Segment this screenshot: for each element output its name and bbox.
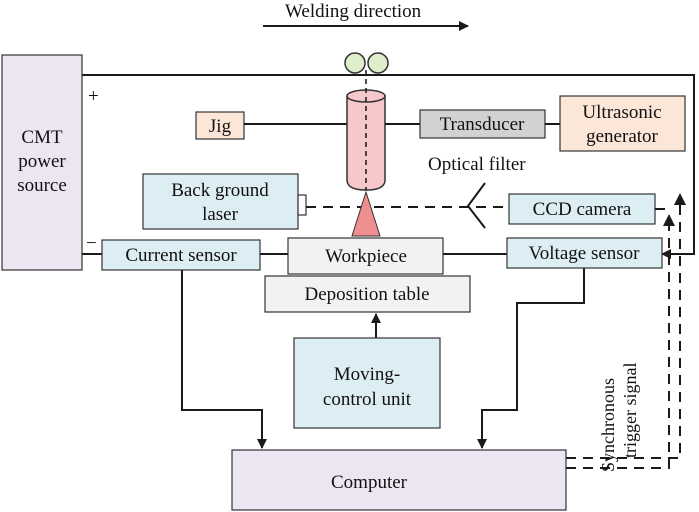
optical-filter-icon [466, 182, 486, 229]
transducer-box [419, 109, 546, 139]
current-to-computer-arrow [181, 270, 267, 449]
transducer-label: Transducer [440, 114, 525, 135]
trigger-label-line1: Synchronous [598, 378, 618, 472]
background-laser-box [142, 173, 299, 230]
trigger-label-line2: trigger signal [620, 363, 640, 458]
computer-box [231, 449, 567, 511]
cmt-power-label-line3: source [17, 175, 67, 196]
ultrasonic-label-line1: Ultrasonic [582, 102, 661, 123]
welding-direction-label: Welding direction [285, 1, 422, 22]
voltage-sensor-box [506, 237, 663, 269]
camera-trigger-arrowhead [663, 214, 675, 226]
cmt-power-label-line2: power [18, 151, 66, 172]
jig-box [195, 111, 245, 140]
laser-trigger-arrowhead [674, 193, 686, 205]
workpiece-box [287, 237, 444, 275]
current-sensor-label: Current sensor [125, 245, 237, 266]
welding-arc [351, 190, 381, 237]
ultrasonic-generator-box [559, 95, 686, 152]
wire-spool-left-icon [344, 52, 366, 74]
laser-label-line2: laser [202, 204, 239, 225]
moving-control-label-line1: Moving- [334, 364, 401, 385]
camera-trigger-dashed [566, 219, 670, 469]
laser-label-line1: Back ground [171, 180, 269, 201]
voltage-sensor-label: Voltage sensor [529, 243, 641, 264]
minus-terminal-label: − [86, 233, 97, 254]
wire-spool-right-icon [367, 52, 389, 74]
laser-emitter-icon [297, 194, 307, 216]
ultrasonic-label-line2: generator [586, 126, 658, 147]
jig-label: Jig [209, 116, 232, 137]
deposition-table-box [264, 275, 471, 313]
moving-control-label-line2: control unit [323, 389, 412, 410]
optical-filter-label: Optical filter [428, 154, 526, 175]
cmt-power-source-box [1, 54, 83, 271]
voltage-to-computer-arrow [477, 268, 585, 449]
cmt-power-label-line1: CMT [21, 127, 63, 148]
plus-terminal-label: + [88, 86, 99, 107]
positive-wire [82, 74, 695, 259]
moving-control-unit-box [293, 337, 441, 429]
workpiece-label: Workpiece [325, 246, 407, 267]
computer-label: Computer [331, 472, 408, 493]
ccd-camera-label: CCD camera [533, 199, 632, 220]
deposition-table-label: Deposition table [304, 284, 429, 305]
laser-trigger-dashed [566, 200, 681, 459]
